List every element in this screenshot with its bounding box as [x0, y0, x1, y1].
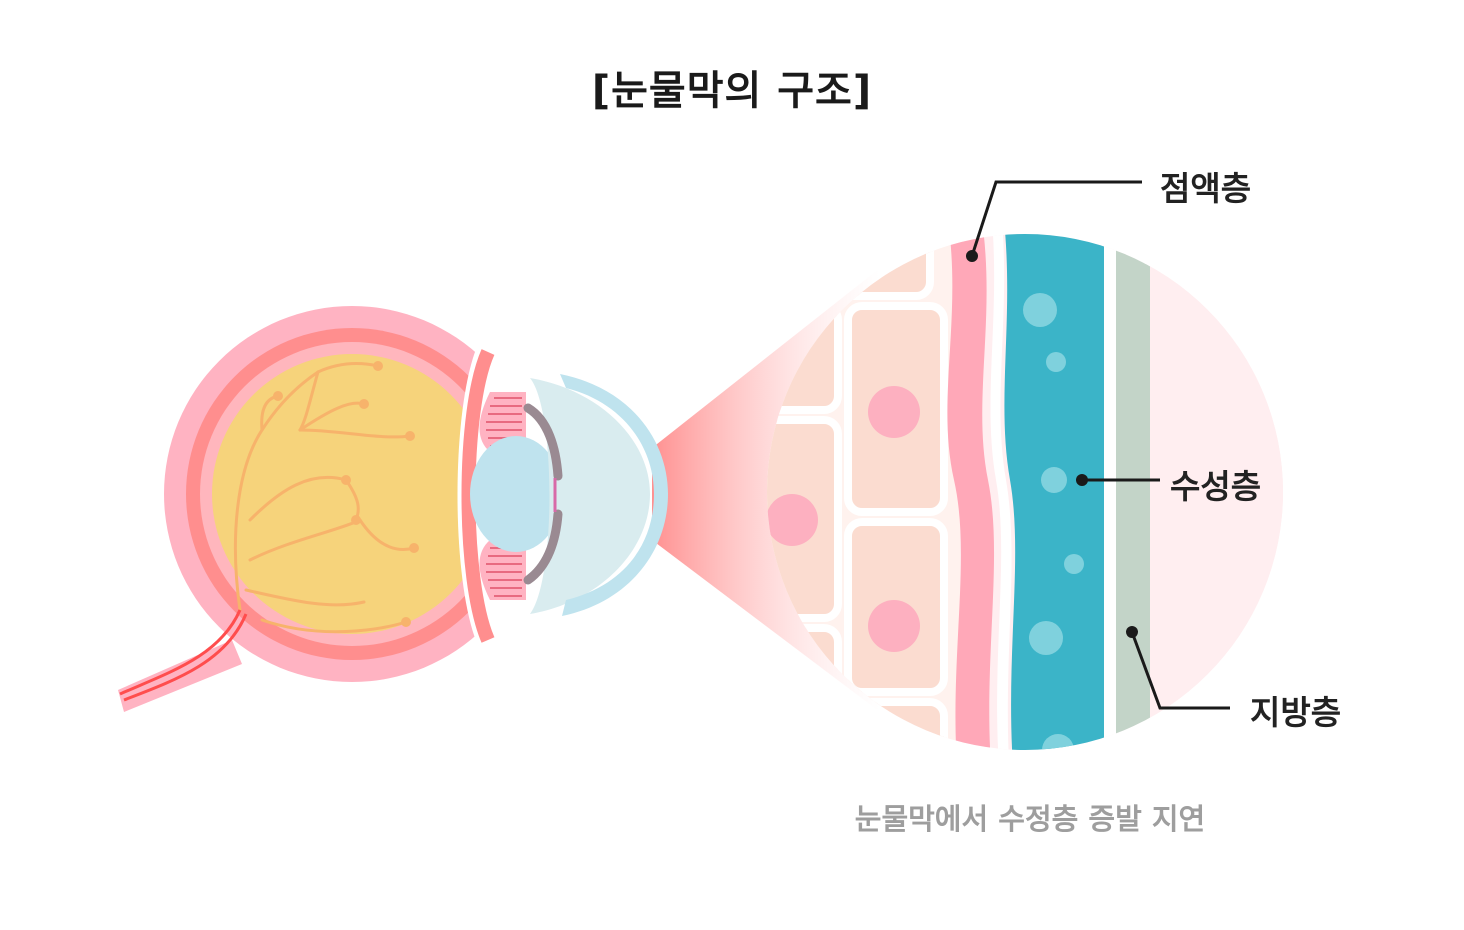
vitreous-body	[212, 354, 492, 634]
lipid-layer	[1116, 234, 1150, 750]
lens	[470, 436, 562, 552]
central-artery	[119, 609, 248, 702]
label-mucin-layer: 점액층	[1160, 169, 1252, 208]
diagram-title: [눈물막의 구조]	[591, 68, 873, 114]
label-lipid-layer: 지방층	[1250, 693, 1342, 732]
eyeball	[118, 306, 668, 712]
cornea	[560, 374, 668, 616]
leader-lines	[970, 180, 1230, 710]
mucin-layer	[947, 234, 995, 750]
vessel-endpoints	[273, 361, 419, 627]
cell-nuclei	[767, 386, 920, 652]
caption: 눈물막에서 수정층 증발 지연	[854, 802, 1206, 836]
leader-lipid	[1130, 631, 1230, 710]
epithelial-cells	[767, 234, 948, 750]
leader-dots	[966, 250, 1138, 638]
iris	[523, 403, 563, 481]
aqueous-bubbles	[1023, 293, 1084, 750]
anterior-chamber	[530, 378, 650, 614]
label-aqueous-layer: 수성층	[1170, 467, 1262, 506]
aqueous-layer	[1004, 234, 1104, 750]
leader-mucin	[970, 180, 1142, 257]
